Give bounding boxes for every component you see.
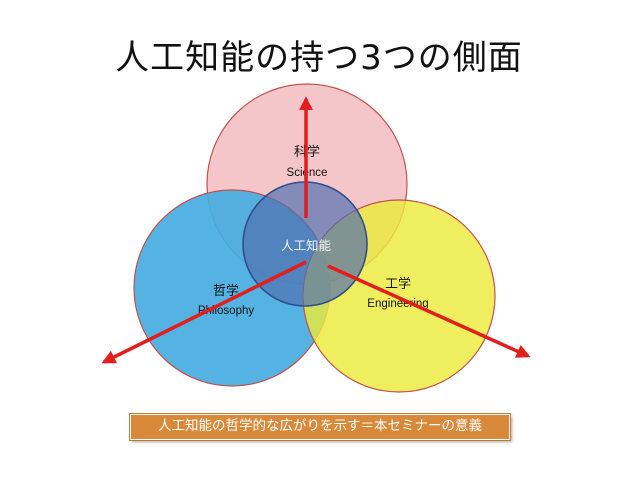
philosophy-label-jp: 哲学	[213, 283, 239, 299]
ai-center-label: 人工知能	[281, 238, 332, 253]
caption-box: 人工知能の哲学的な広がりを示す＝本セミナーの意義	[129, 413, 511, 441]
slide-title: 人工知能の持つ3つの側面	[115, 38, 523, 78]
arrow-down-left-philosophy	[101, 260, 307, 364]
arrow-down-right-engineering	[327, 264, 531, 358]
engineering-label-en: Engineering	[367, 298, 428, 310]
engineering-label-jp: 工学	[385, 276, 411, 292]
